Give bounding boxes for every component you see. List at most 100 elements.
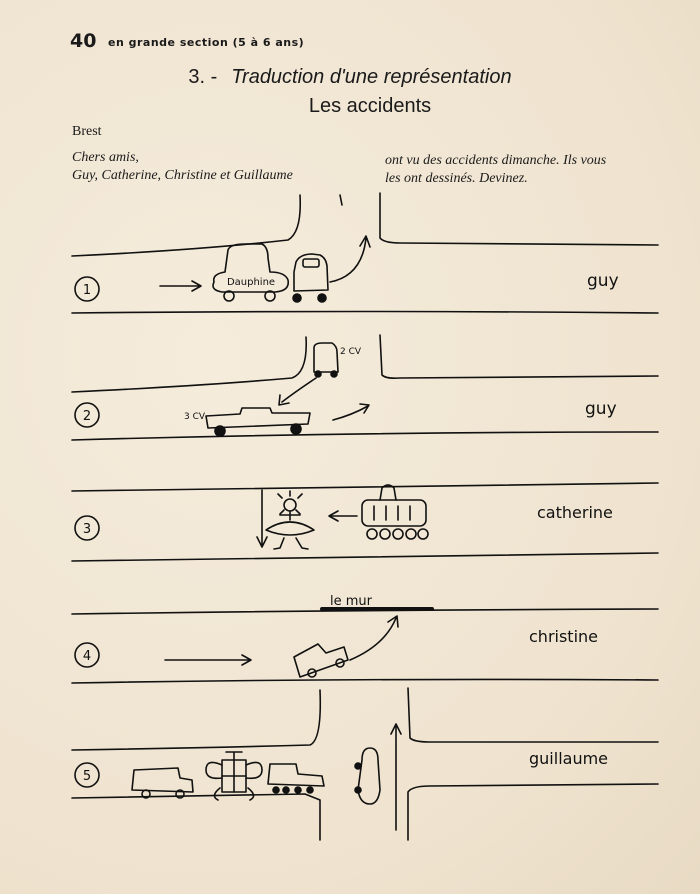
number-circle: [74, 402, 100, 428]
car-3cv: [205, 407, 311, 429]
wheel: [317, 293, 327, 303]
section-title-text: Traduction d'une représentation: [231, 66, 512, 88]
letter-line-2: les ont dessinés. Devinez.: [385, 171, 528, 186]
road-edge: [71, 310, 659, 314]
number-circle: [74, 276, 100, 302]
wheel: [264, 290, 276, 302]
section-number: 3. -: [188, 66, 218, 88]
drawing-author: christine: [529, 627, 598, 646]
car-dauphine: [212, 243, 290, 293]
letter-left: Chers amis, Guy, Catherine, Christine et…: [72, 149, 293, 185]
number-circle: [74, 642, 100, 668]
tractor-body: [361, 499, 427, 527]
drawing-author: guy: [585, 399, 617, 419]
car-label: 3 CV: [184, 412, 206, 422]
drawing-number: 3: [83, 522, 91, 537]
arrow-icon: [256, 489, 268, 548]
wheel: [335, 658, 345, 668]
wheel: [175, 789, 185, 799]
page-number: 40: [70, 30, 97, 52]
wheel: [290, 423, 302, 435]
arrow-icon: [328, 510, 358, 522]
wheel: [314, 370, 322, 378]
drawing-author: catherine: [537, 503, 613, 522]
drawing-3: 3 catherine: [71, 482, 659, 562]
arrow-icon: [329, 235, 371, 283]
road-edge: [71, 552, 659, 562]
wheel: [330, 370, 338, 378]
wheel: [379, 528, 391, 540]
letter-line-1: ont vu des accidents dimanche. Ils vous: [385, 153, 607, 168]
arrow-icon: [332, 403, 370, 421]
car: [293, 643, 349, 678]
letter-names: Guy, Catherine, Christine et Guillaume: [72, 168, 293, 183]
tractor-cab: [379, 484, 397, 501]
wheel: [354, 786, 362, 794]
wheel: [292, 293, 302, 303]
road-edge: [407, 687, 659, 743]
car-label: Dauphine: [227, 277, 275, 288]
wheel: [306, 786, 314, 794]
drawing-number: 2: [83, 409, 91, 424]
wheel: [392, 528, 404, 540]
car: [131, 767, 194, 793]
road-edge: [71, 608, 659, 615]
number-circle: [74, 762, 100, 788]
road-edge: [71, 336, 308, 393]
car-2cv: [313, 342, 339, 373]
wheel: [223, 290, 235, 302]
wheel: [282, 786, 290, 794]
car-top-view: [357, 747, 381, 805]
drawing-number: 1: [83, 283, 91, 298]
drawing-1: 1 Dauphine guy: [71, 192, 659, 314]
road-mark: [339, 194, 343, 206]
drawing-4: le mur 4 christine: [71, 594, 659, 684]
road-edge: [379, 192, 659, 246]
section-subtitle: Les accidents: [308, 95, 432, 117]
arrow-icon: [349, 615, 399, 661]
road-edge: [379, 334, 659, 379]
car-label: 2 CV: [340, 347, 362, 357]
drawing-author: guillaume: [529, 749, 608, 768]
gift-flaps: [205, 761, 263, 801]
wheel: [307, 668, 317, 678]
section-title: 3. - Traduction d'une représentation: [0, 66, 700, 89]
number-circle: [74, 515, 100, 541]
wheel: [354, 762, 362, 770]
wheel: [272, 786, 280, 794]
person-legs: [273, 537, 309, 550]
running-header: en grande section (5 à 6 ans): [108, 36, 305, 49]
letter-greeting: Chers amis,: [72, 150, 139, 165]
hair: [277, 490, 303, 515]
person-dress: [265, 510, 315, 536]
wheel: [141, 789, 151, 799]
tractor-stripes: [373, 505, 411, 521]
wheel: [405, 528, 417, 540]
road-edge: [71, 793, 321, 841]
drawing-2: 2 2 CV 3 CV guy: [71, 334, 659, 441]
letter-right: ont vu des accidents dimanche. Ils vous …: [385, 152, 670, 188]
wheel: [214, 425, 226, 437]
arrow-icon: [164, 654, 252, 666]
truck: [267, 763, 325, 787]
drawing-5: 5 guillaume: [71, 687, 659, 841]
city-label: Brest: [72, 124, 102, 139]
road-edge: [71, 431, 659, 441]
drawing-number: 4: [83, 649, 91, 664]
arrow-icon: [390, 723, 402, 831]
drawing-number: 5: [83, 769, 91, 784]
wheel: [417, 528, 429, 540]
road-edge: [71, 678, 659, 684]
road-edge: [407, 783, 659, 841]
gift-ribbon: [221, 751, 247, 793]
person-head: [283, 498, 297, 512]
arrow-icon: [159, 280, 202, 292]
wall-label: le mur: [330, 594, 373, 609]
wheel: [294, 786, 302, 794]
road-edge: [71, 689, 322, 751]
arrow-icon: [278, 377, 317, 406]
car: [293, 253, 329, 292]
car-window: [302, 258, 320, 268]
